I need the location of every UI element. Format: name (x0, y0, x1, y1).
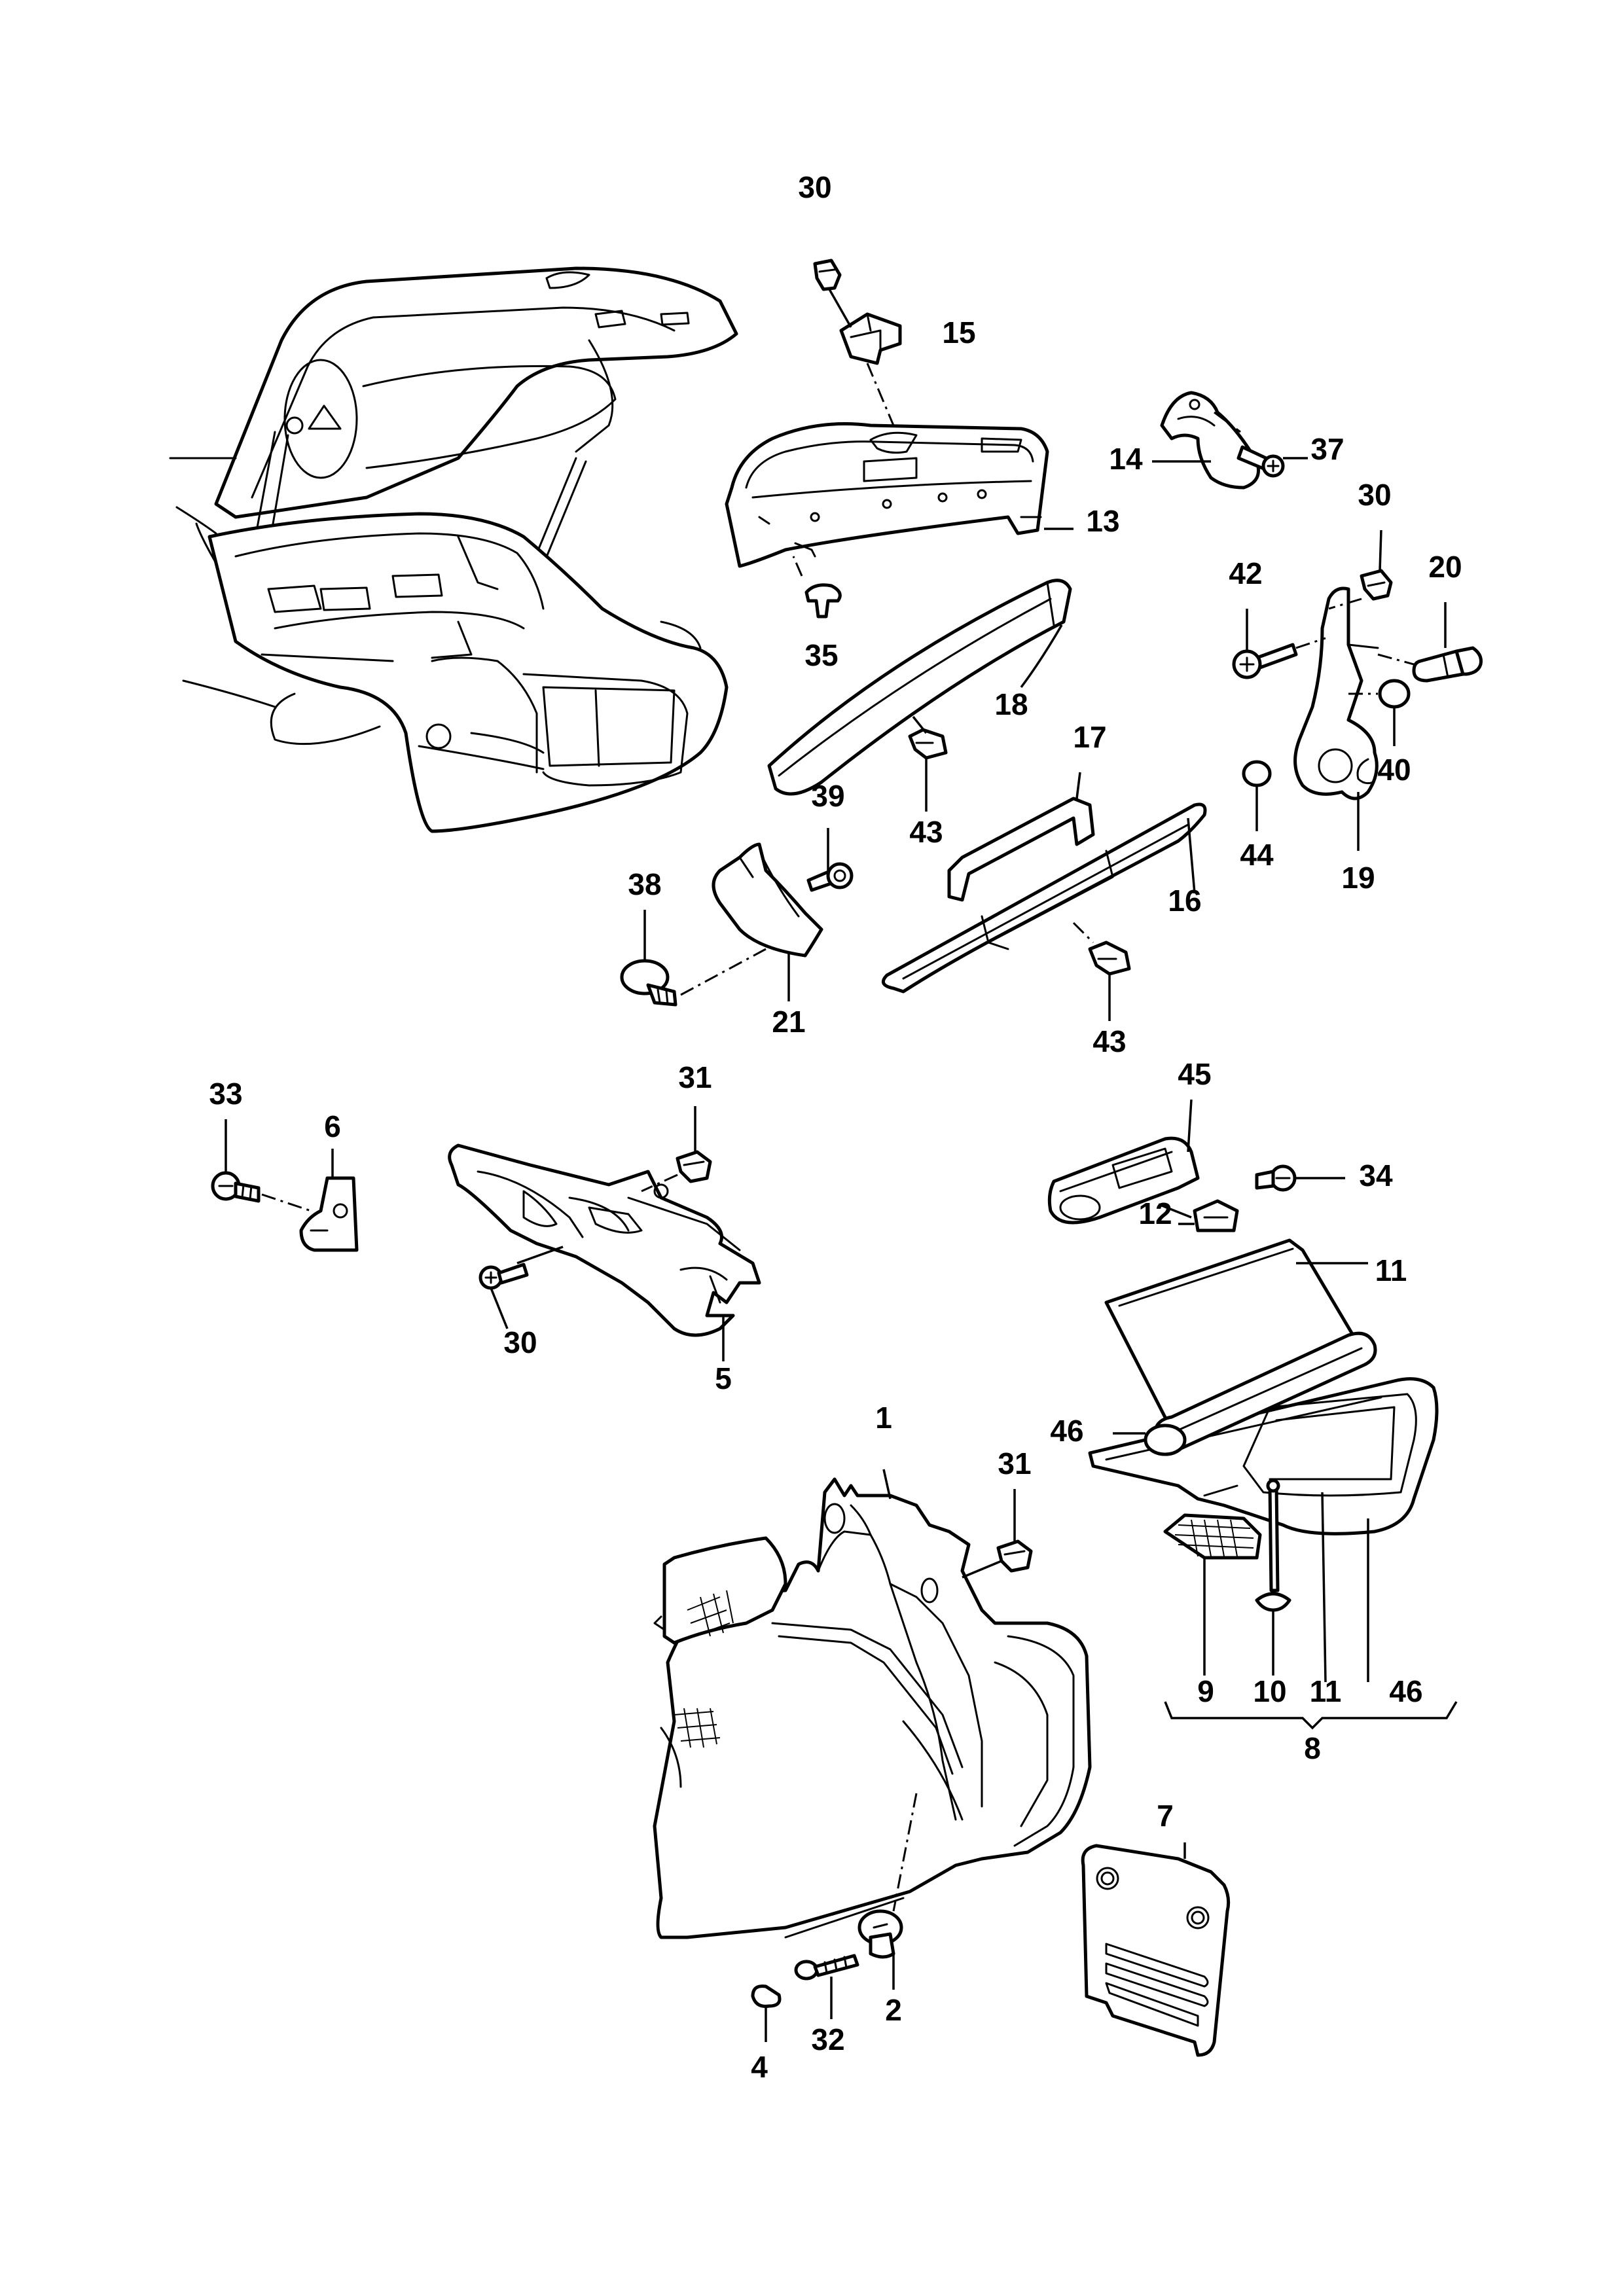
clip-31-lower (996, 1539, 1033, 1573)
bag-hook-14 (1160, 391, 1260, 490)
clip-12 (1193, 1199, 1239, 1232)
label-32: 32 (811, 2022, 844, 2056)
label-10: 10 (1253, 1674, 1286, 1708)
screw-32 (794, 1954, 859, 1981)
label-30-right: 30 (1358, 478, 1391, 512)
clip-2 (857, 1909, 903, 1959)
label-15: 15 (942, 315, 975, 350)
label-21: 21 (772, 1005, 805, 1039)
clip-38 (620, 959, 677, 1007)
screw-39 (806, 862, 854, 892)
label-33: 33 (209, 1077, 242, 1111)
label-39: 39 (811, 779, 844, 813)
label-6: 6 (324, 1109, 341, 1143)
roller-blind-11 (1104, 1238, 1377, 1456)
label-5: 5 (715, 1361, 732, 1395)
bootlid-trim-panel-13 (725, 422, 1049, 568)
label-45: 45 (1178, 1057, 1211, 1091)
handle-17 (947, 797, 1095, 902)
label-11-upper: 11 (1375, 1253, 1407, 1287)
load-sill-16 (881, 802, 1207, 994)
bracket-45 (1047, 1136, 1200, 1225)
cover-21 (712, 842, 823, 958)
bracket-6 (299, 1176, 359, 1252)
label-2: 2 (885, 1993, 902, 2027)
label-38: 38 (628, 867, 661, 901)
clip-43-upper (908, 728, 948, 760)
label-17: 17 (1073, 720, 1106, 754)
label-4: 4 (751, 2050, 768, 2084)
retainer-15 (839, 312, 902, 365)
label-40: 40 (1377, 753, 1411, 787)
label-30-left: 30 (503, 1325, 537, 1359)
label-34: 34 (1359, 1158, 1393, 1193)
cover-panel-7 (1081, 1844, 1231, 2057)
label-12: 12 (1138, 1196, 1172, 1230)
parcel-shelf-8 (1088, 1377, 1439, 1535)
sill-strip-18 (767, 579, 1072, 796)
trunk-side-trim-1 (653, 1477, 1092, 1939)
car-trunk-overview-drawing (169, 266, 738, 833)
clip-31-upper (676, 1150, 712, 1183)
clip-30-right (1360, 569, 1393, 601)
screw-42 (1232, 643, 1298, 679)
label-9: 9 (1197, 1674, 1214, 1708)
side-trim-19 (1293, 586, 1379, 800)
label-14: 14 (1109, 442, 1143, 476)
cap-40 (1378, 679, 1411, 709)
label-11-lower: 11 (1310, 1674, 1342, 1708)
label-20: 20 (1428, 550, 1462, 584)
label-19: 19 (1341, 861, 1375, 895)
clip-43-lower (1088, 941, 1131, 976)
screw-34 (1255, 1164, 1297, 1192)
label-46-lower: 46 (1389, 1674, 1422, 1708)
label-43-upper: 43 (909, 815, 943, 849)
label-7: 7 (1157, 1799, 1174, 1833)
label-31-upper: 31 (678, 1060, 712, 1094)
label-16: 16 (1168, 884, 1201, 918)
label-46-upper: 46 (1050, 1414, 1083, 1448)
label-37: 37 (1310, 432, 1344, 466)
trim-panel-5 (448, 1143, 761, 1337)
plug-4 (751, 1984, 782, 2008)
label-1: 1 (875, 1401, 892, 1435)
screw-37 (1236, 445, 1285, 478)
label-35: 35 (804, 638, 838, 672)
label-8: 8 (1304, 1731, 1321, 1765)
cap-44 (1242, 760, 1272, 787)
label-30-top: 30 (798, 170, 831, 204)
cover-grille-9 (1163, 1513, 1262, 1560)
bolt-33 (211, 1171, 261, 1203)
label-42: 42 (1229, 556, 1262, 590)
label-31-lower: 31 (998, 1446, 1031, 1480)
screw-30-left (478, 1263, 529, 1290)
part-number-labels: 30 15 14 37 30 13 42 20 35 18 17 40 39 4… (209, 170, 1462, 2084)
stud-20 (1412, 646, 1483, 683)
clip-30-top (813, 259, 842, 291)
label-13: 13 (1086, 504, 1119, 538)
label-44: 44 (1240, 838, 1274, 872)
label-18: 18 (994, 687, 1028, 721)
clip-35 (804, 583, 842, 619)
label-43-lower: 43 (1092, 1024, 1126, 1058)
pin-10 (1255, 1479, 1291, 1612)
